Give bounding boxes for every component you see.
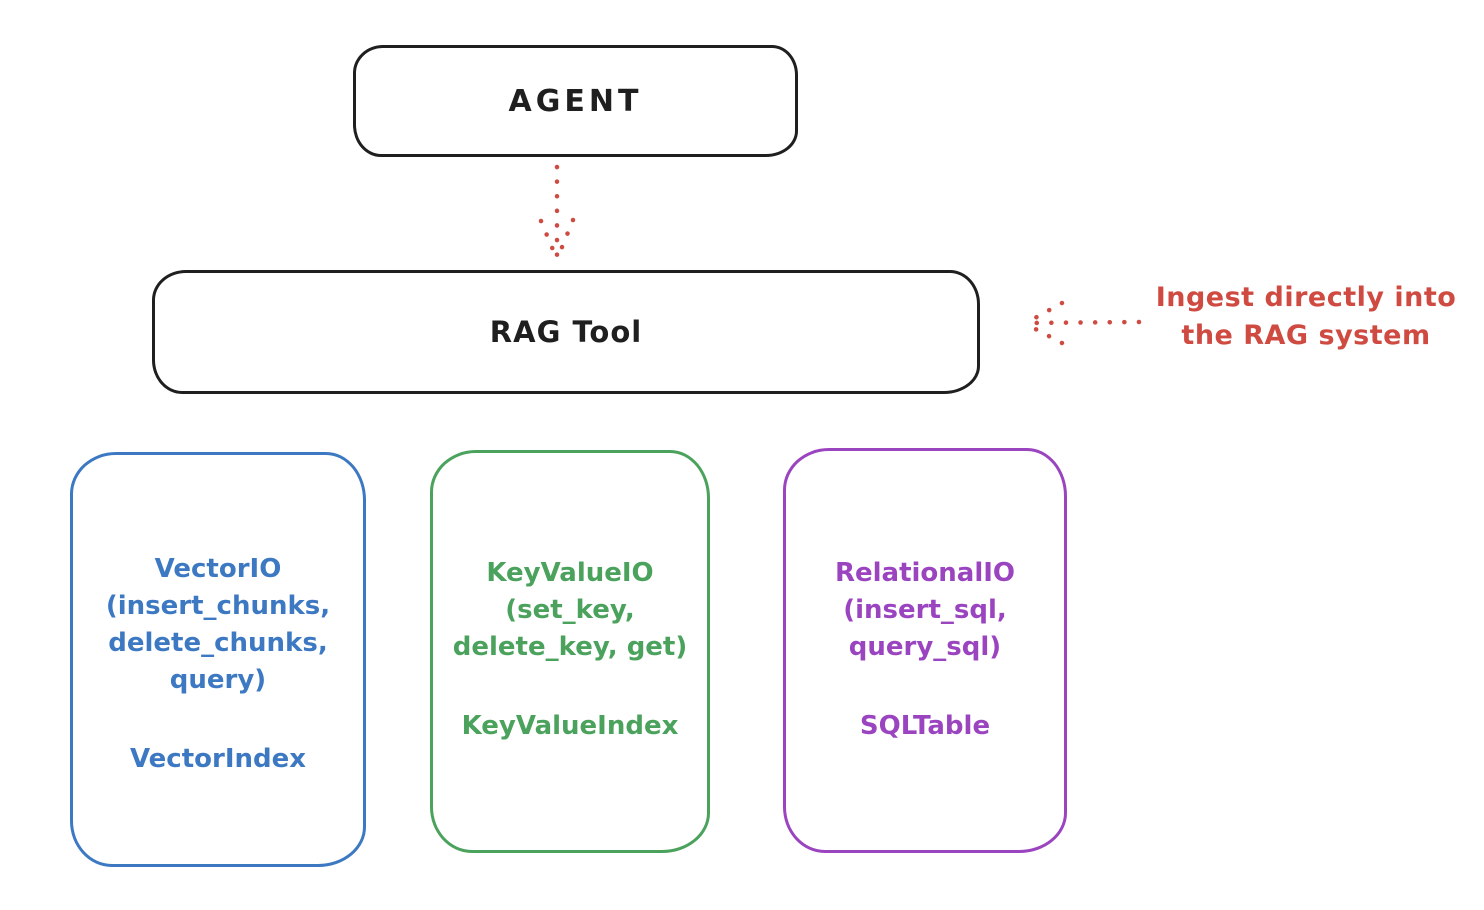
relational-io-methods: RelationalIO (insert_sql, query_sql) (786, 555, 1064, 666)
keyvalue-index-label: KeyValueIndex (461, 711, 679, 741)
ingest-annotation-line2: the RAG system (1181, 320, 1431, 351)
relational-io-method-line: query_sql) (848, 632, 1002, 662)
annotation-to-rag-arrow-wing-top (1023, 300, 1065, 326)
keyvalue-io-methods: KeyValueIO (set_key, delete_key, get) (433, 555, 707, 666)
vector-io-title: VectorIO (154, 554, 282, 584)
ingest-annotation-line1: Ingest directly into (1155, 282, 1457, 313)
agent-to-rag-arrow-wing-left (538, 218, 559, 260)
keyvalue-io-node: KeyValueIO (set_key, delete_key, get) Ke… (430, 450, 710, 853)
ingest-annotation: Ingest directly into the RAG system (1143, 279, 1469, 355)
keyvalue-io-method-line: (set_key, (505, 595, 635, 625)
vector-io-method-line: query) (169, 665, 267, 695)
vector-io-methods: VectorIO (insert_chunks, delete_chunks, … (73, 551, 363, 699)
annotation-to-rag-arrow-wing-bottom (1023, 321, 1065, 346)
annotation-to-rag-arrow-shaft (1025, 319, 1142, 326)
vector-io-node: VectorIO (insert_chunks, delete_chunks, … (70, 452, 366, 867)
vector-index-label: VectorIndex (129, 744, 307, 774)
relational-io-title: RelationalIO (834, 558, 1016, 588)
keyvalue-io-method-line: delete_key, get) (452, 632, 688, 662)
vector-io-method-line: (insert_chunks, (105, 591, 331, 621)
keyvalue-io-title: KeyValueIO (486, 558, 654, 588)
agent-node-label: AGENT (508, 83, 643, 119)
rag-tool-node: RAG Tool (152, 270, 980, 394)
agent-node: AGENT (353, 45, 798, 157)
vector-io-method-line: delete_chunks, (108, 628, 328, 658)
relational-io-method-line: (insert_sql, (843, 595, 1007, 625)
rag-tool-node-label: RAG Tool (489, 315, 643, 349)
sql-table-label: SQLTable (859, 711, 991, 741)
agent-to-rag-arrow-wing-right (555, 217, 576, 260)
relational-io-node: RelationalIO (insert_sql, query_sql) SQL… (783, 448, 1067, 853)
